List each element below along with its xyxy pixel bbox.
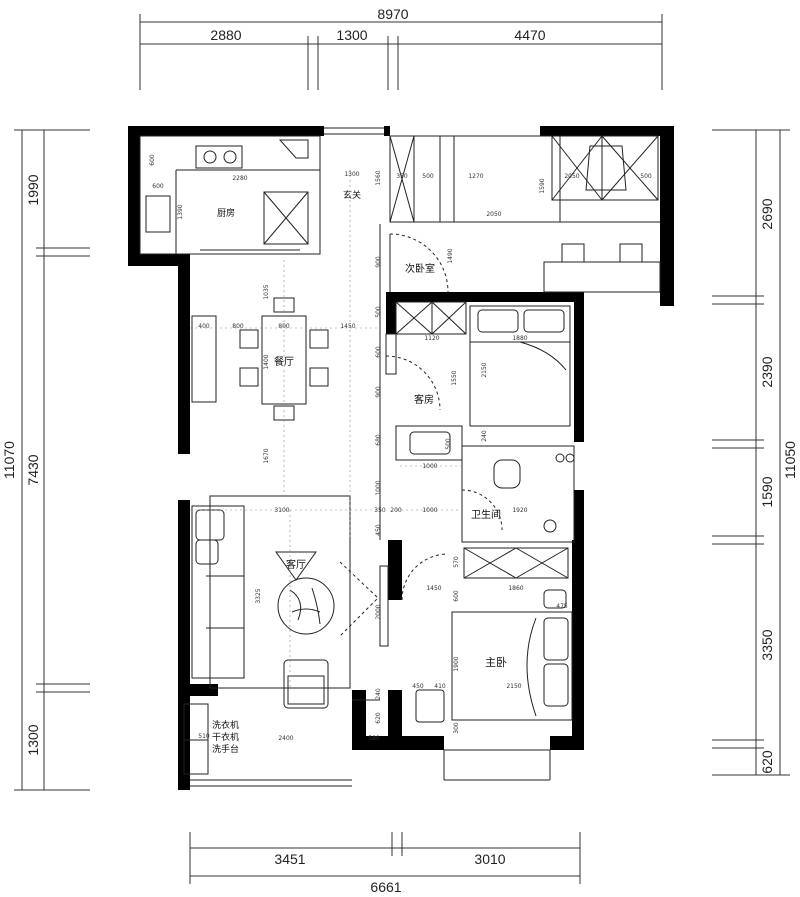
inner-d800b: 800 bbox=[278, 323, 290, 330]
dim-left-3: 1300 bbox=[25, 724, 41, 755]
inner-m1860: 1860 bbox=[508, 585, 523, 592]
inner-s500: 500 bbox=[422, 173, 434, 180]
room-dining: 餐厅 bbox=[274, 355, 294, 368]
inner-d1035: 1035 bbox=[263, 284, 270, 299]
dim-left-2: 7430 bbox=[25, 454, 41, 485]
room-second-bedroom: 次卧室 bbox=[405, 262, 435, 275]
inner-k600b: 600 bbox=[152, 183, 164, 190]
dim-right-2: 2390 bbox=[759, 356, 775, 387]
inner-g240: 240 bbox=[481, 430, 488, 442]
inner-g1000: 1000 bbox=[422, 463, 437, 470]
inner-m600: 600 bbox=[453, 590, 460, 602]
partition-lines bbox=[139, 127, 661, 787]
inner-m2150: 2150 bbox=[506, 683, 521, 690]
inner-g600: 600 bbox=[375, 346, 382, 358]
dimension-top bbox=[139, 14, 663, 90]
inner-s2050a: 2050 bbox=[486, 211, 501, 218]
inner-g1550: 1550 bbox=[451, 370, 458, 385]
inner-g500: 500 bbox=[375, 306, 382, 318]
structural-walls bbox=[128, 126, 674, 790]
inner-g1880: 1880 bbox=[512, 335, 527, 342]
inner-l1000: 1000 bbox=[422, 507, 437, 514]
inner-g1120: 1120 bbox=[424, 335, 439, 342]
inner-m300: 300 bbox=[453, 722, 460, 734]
inner-l240: 240 bbox=[375, 688, 382, 700]
inner-m450: 450 bbox=[412, 683, 424, 690]
dim-right-1: 2690 bbox=[759, 198, 775, 229]
balcony-label-3: 洗手台 bbox=[212, 743, 239, 755]
inner-s1490: 1490 bbox=[447, 248, 454, 263]
dim-top-2: 1300 bbox=[336, 27, 367, 43]
inner-l200: 200 bbox=[390, 507, 402, 514]
inner-k1390: 1390 bbox=[177, 204, 184, 219]
dim-right-3: 1590 bbox=[759, 476, 775, 507]
inner-d800a: 800 bbox=[232, 323, 244, 330]
balcony-label-2: 干衣机 bbox=[212, 731, 239, 743]
inner-g500b: 500 bbox=[445, 438, 452, 450]
inner-l2000: 2000 bbox=[375, 604, 382, 619]
dim-bottom-1: 3451 bbox=[274, 851, 305, 867]
inner-d1670: 1670 bbox=[263, 448, 270, 463]
inner-l580: 580 bbox=[368, 735, 380, 742]
inner-l510: 510 bbox=[198, 733, 210, 740]
dim-right-total: 11050 bbox=[782, 441, 798, 479]
inner-m410: 410 bbox=[434, 683, 446, 690]
inner-l450: 450 bbox=[375, 524, 382, 536]
inner-measurements: 600 600 2280 1390 1300 1560 900 350 500 … bbox=[149, 154, 652, 742]
room-kitchen: 厨房 bbox=[217, 207, 235, 219]
inner-d1450: 1450 bbox=[340, 323, 355, 330]
inner-l620: 620 bbox=[375, 712, 382, 724]
inner-l2400: 2400 bbox=[278, 735, 293, 742]
inner-e1300: 1300 bbox=[344, 171, 359, 178]
dim-top-3: 4470 bbox=[514, 27, 545, 43]
inner-m1450: 1450 bbox=[426, 585, 441, 592]
dimension-right bbox=[712, 129, 790, 776]
inner-b1920: 1920 bbox=[512, 507, 527, 514]
inner-s350: 350 bbox=[396, 173, 408, 180]
inner-m1900: 1900 bbox=[453, 656, 460, 671]
inner-d400: 400 bbox=[198, 323, 210, 330]
guide-lines bbox=[190, 170, 464, 690]
room-living: 客厅 bbox=[286, 558, 306, 571]
inner-e1560: 1560 bbox=[375, 170, 382, 185]
inner-g2150: 2150 bbox=[481, 362, 488, 377]
room-master: 主卧 bbox=[485, 656, 507, 669]
inner-s1590: 1590 bbox=[539, 178, 546, 193]
inner-s1270: 1270 bbox=[468, 173, 483, 180]
dim-right-5: 620 bbox=[759, 750, 775, 774]
dimension-bottom bbox=[189, 832, 581, 884]
dim-left-1: 1990 bbox=[25, 174, 41, 205]
inner-e900: 900 bbox=[375, 256, 382, 268]
dim-top-1: 2880 bbox=[210, 27, 241, 43]
inner-g680: 680 bbox=[375, 434, 382, 446]
inner-d1400: 1400 bbox=[263, 354, 270, 369]
inner-l3325: 3325 bbox=[255, 588, 262, 603]
inner-b1000: 1000 bbox=[375, 480, 382, 495]
inner-k2280: 2280 bbox=[232, 175, 247, 182]
dim-top-total: 8970 bbox=[377, 6, 408, 22]
inner-s2050b: 2050 bbox=[564, 173, 579, 180]
inner-m570: 570 bbox=[453, 556, 460, 568]
dim-left-total: 11070 bbox=[1, 441, 17, 479]
inner-l350: 350 bbox=[374, 507, 386, 514]
dim-bottom-2: 3010 bbox=[474, 851, 505, 867]
inner-s500b: 500 bbox=[640, 173, 652, 180]
room-guest: 客房 bbox=[414, 393, 434, 406]
room-bathroom: 卫生间 bbox=[471, 508, 501, 521]
inner-m475: 475 bbox=[556, 603, 568, 610]
dim-right-4: 3350 bbox=[759, 629, 775, 660]
inner-k600a: 600 bbox=[149, 154, 156, 166]
dim-bottom-total: 6661 bbox=[370, 879, 401, 895]
dimension-left bbox=[14, 129, 90, 791]
balcony-label-1: 洗衣机 bbox=[212, 719, 239, 731]
inner-l3100: 3100 bbox=[274, 507, 289, 514]
room-entrance: 玄关 bbox=[343, 189, 361, 201]
inner-g900: 900 bbox=[375, 386, 382, 398]
